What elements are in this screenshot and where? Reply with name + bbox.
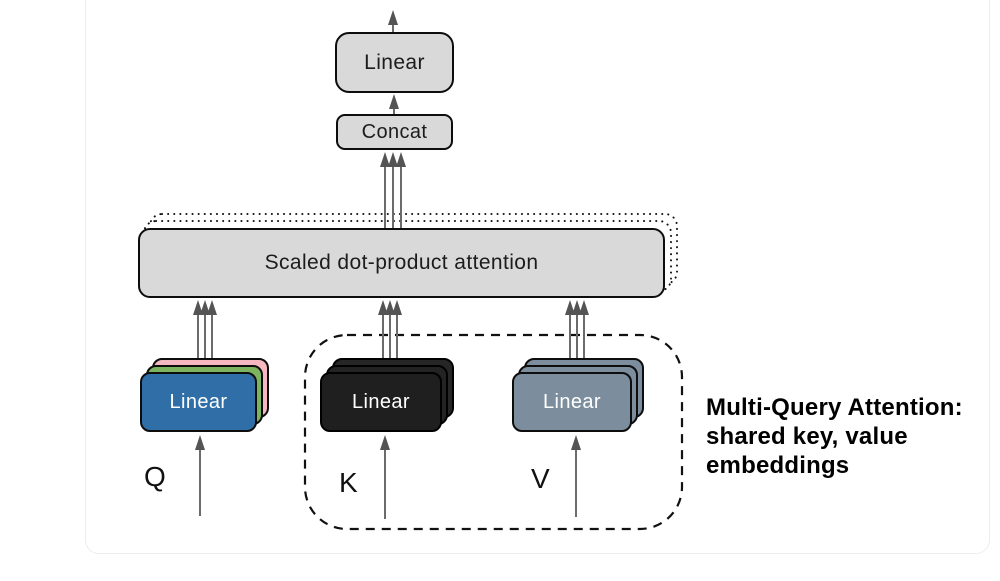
output-arrow-icon	[388, 10, 398, 32]
concat-label: Concat	[361, 120, 428, 143]
annotation-text: Multi-Query Attention: shared key, value…	[706, 393, 986, 480]
attention-label: Scaled dot-product attention	[264, 251, 539, 274]
shared-kv-dashed-group	[303, 333, 684, 531]
concat-to-linear-arrow-icon	[389, 94, 399, 114]
v-input-arrow-icon	[571, 435, 581, 517]
q-input-label: Q	[144, 461, 167, 492]
linear-output-box: Linear	[335, 32, 454, 93]
annotation-line-3: embeddings	[706, 452, 850, 479]
q-input-arrow-icon	[195, 435, 205, 516]
concat-box: Concat	[336, 114, 453, 150]
annotation-line-2: shared key, value	[706, 423, 908, 450]
q-linear-label: Linear	[169, 390, 228, 413]
scaled-dot-product-attention-box: Scaled dot-product attention	[138, 228, 665, 298]
attention-to-concat-arrows-icon	[380, 152, 406, 230]
k-linear-box: Linear	[320, 372, 442, 432]
v-linear-box: Linear	[512, 372, 632, 432]
linear-output-label: Linear	[364, 50, 425, 74]
annotation-line-1: Multi-Query Attention:	[706, 394, 963, 421]
k-linear-label: Linear	[352, 390, 410, 413]
v-linear-label: Linear	[543, 390, 601, 413]
q-linear-box: Linear	[140, 372, 257, 432]
v-input-label: V	[531, 463, 551, 494]
k-input-arrow-icon	[380, 435, 390, 519]
k-input-label: K	[339, 467, 359, 498]
